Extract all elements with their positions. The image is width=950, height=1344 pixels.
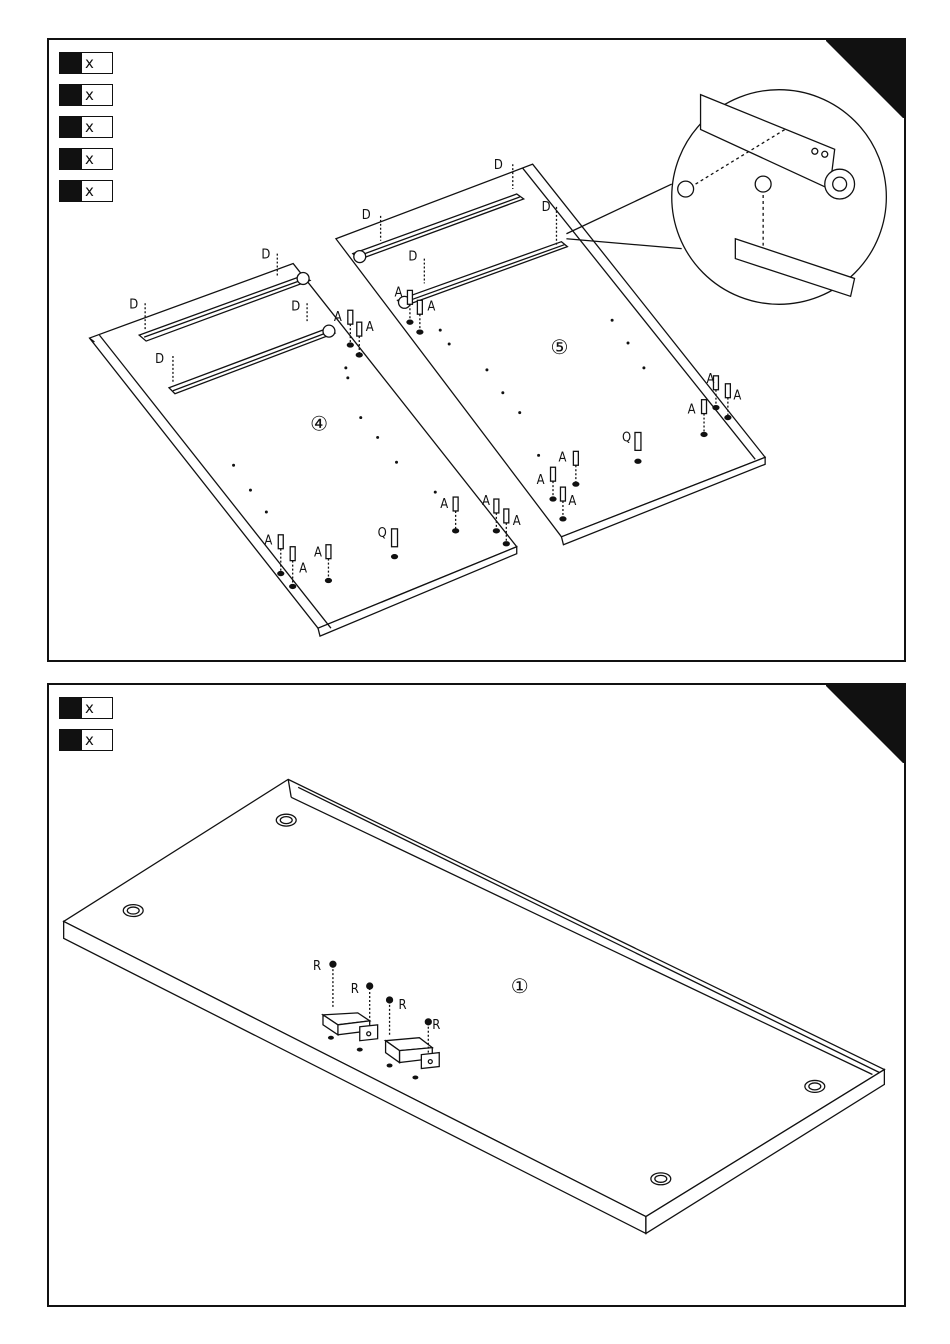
- label-d: D: [129, 297, 138, 312]
- label-a: A: [688, 403, 696, 418]
- exploded-assembly-drawing: D D D D D D D D A A A A A A A A A A A A …: [49, 40, 904, 660]
- label-a: A: [314, 546, 322, 561]
- label-a: A: [299, 562, 307, 577]
- label-a: A: [334, 310, 342, 325]
- label-d: D: [291, 299, 300, 314]
- label-a: A: [568, 494, 576, 509]
- label-q: Q: [378, 526, 387, 541]
- label-d: D: [494, 158, 503, 173]
- label-d: D: [261, 248, 270, 263]
- assembly-step-panel-bottom: x x: [47, 683, 906, 1307]
- label-q: Q: [622, 430, 631, 445]
- label-a: A: [707, 372, 715, 387]
- label-a: A: [264, 534, 272, 549]
- label-a: A: [427, 299, 435, 314]
- label-r: R: [313, 959, 321, 974]
- label-a: A: [558, 450, 566, 465]
- label-a: A: [537, 473, 545, 488]
- page-corner-tab: [826, 40, 904, 118]
- page-corner-tab: [826, 685, 904, 763]
- label-a: A: [366, 320, 374, 335]
- label-r: R: [432, 1018, 440, 1033]
- panel-number-1: ①: [511, 975, 529, 998]
- label-d: D: [362, 208, 371, 223]
- panel-number-5: ⑤: [551, 336, 569, 359]
- label-r: R: [399, 998, 407, 1013]
- top-board-drawing: R R R R ①: [49, 685, 904, 1305]
- label-a: A: [395, 285, 403, 300]
- label-a: A: [482, 494, 490, 509]
- label-r: R: [351, 982, 359, 997]
- panel-number-4: ④: [310, 412, 328, 435]
- label-d: D: [155, 352, 164, 367]
- label-a: A: [733, 389, 741, 404]
- board-panel-1: [64, 779, 885, 1233]
- label-d: D: [542, 200, 551, 215]
- label-d: D: [408, 250, 417, 265]
- label-a: A: [513, 514, 521, 529]
- label-a: A: [440, 497, 448, 512]
- assembly-step-panel-top: x x x x x: [47, 38, 906, 662]
